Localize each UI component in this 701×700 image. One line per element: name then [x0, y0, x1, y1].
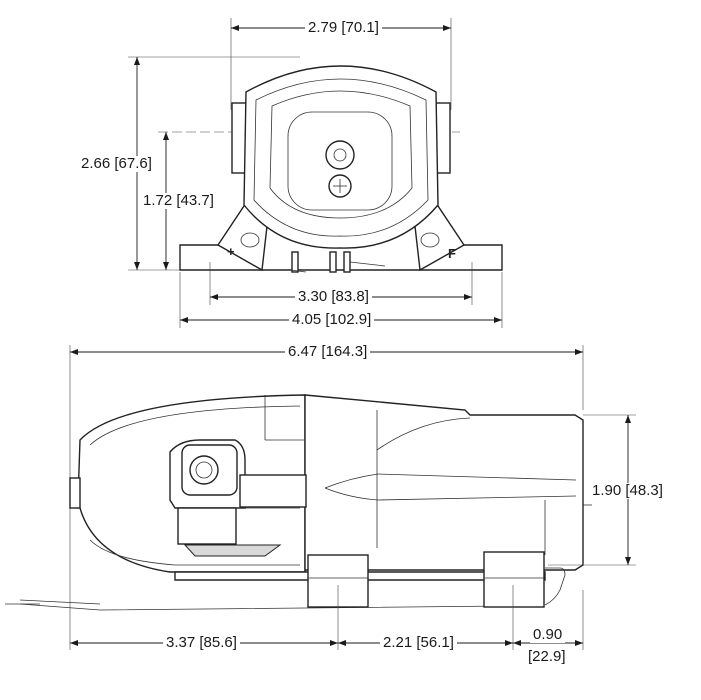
dim-overall-height: 2.66 [67.6] — [78, 156, 155, 172]
end-view — [128, 18, 503, 328]
dim-top-width: 2.79 [70.1] — [305, 20, 382, 36]
dim-side-height: 1.90 [48.3] — [589, 483, 666, 499]
dim-front-to-mount: 3.37 [85.6] — [163, 635, 240, 651]
dim-base-width: 4.05 [102.9] — [289, 312, 375, 328]
dim-overall-length: 6.47 [164.3] — [285, 344, 371, 360]
side-view — [5, 345, 636, 650]
port-marking-right: F — [448, 246, 456, 261]
dim-mount-spacing: 3.30 [83.8] — [295, 289, 372, 305]
dim-rear-offset-in: 0.90 — [530, 627, 566, 643]
dim-center-height: 1.72 [43.7] — [140, 193, 217, 209]
port-marking-left: + — [227, 244, 235, 259]
dim-rear-offset-mm: [22.9] — [525, 649, 569, 665]
dim-mount-to-mount: 2.21 [56.1] — [380, 635, 457, 651]
